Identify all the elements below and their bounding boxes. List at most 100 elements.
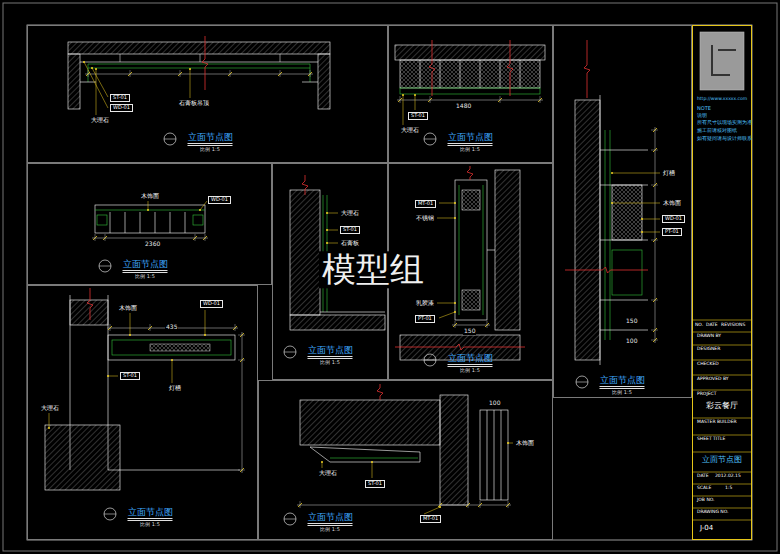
detail-symbol-line bbox=[424, 139, 436, 140]
title-row-line bbox=[692, 418, 752, 419]
detail-symbol bbox=[424, 354, 436, 366]
leader-dot bbox=[611, 172, 613, 174]
detail-title: 立面节点图比例 1:5 bbox=[448, 133, 493, 152]
line bbox=[302, 82, 318, 83]
line bbox=[487, 250, 495, 251]
column-box bbox=[455, 180, 487, 320]
extension-line bbox=[651, 240, 658, 241]
callout-label: 100 bbox=[625, 338, 638, 345]
material-code: MT-01 bbox=[418, 201, 433, 207]
leader-line bbox=[403, 95, 404, 125]
leader-line bbox=[612, 173, 660, 174]
callout-label: 1480 bbox=[455, 103, 472, 110]
detail-title: 立面节点图比例 1:5 bbox=[128, 508, 173, 527]
line bbox=[170, 212, 171, 233]
detail-panel: 立面节点图比例 1:5WD-01ST-01 bbox=[27, 285, 258, 540]
hanger-rod bbox=[120, 54, 121, 62]
leader-dot bbox=[326, 229, 328, 231]
title-block-text: JOB NO. bbox=[697, 498, 715, 503]
leader-line bbox=[415, 95, 416, 110]
material-tag: WD-01 bbox=[208, 196, 231, 204]
line bbox=[125, 212, 126, 233]
slab-hatch bbox=[395, 45, 545, 60]
material-code: PT-01 bbox=[665, 229, 679, 235]
detail-panel: 立面节点图比例 1:5ST-01WD-01 bbox=[27, 25, 388, 163]
detail-symbol-line bbox=[424, 360, 436, 361]
leader-line bbox=[437, 218, 455, 219]
material-tag: ST-01 bbox=[110, 94, 130, 102]
break-line bbox=[87, 288, 93, 320]
detail-title-text: 立面节点图 bbox=[123, 260, 168, 273]
title-row-line bbox=[692, 472, 752, 473]
detail-title: 立面节点图比例 1:5 bbox=[308, 513, 353, 532]
title-block-text: PROJECT bbox=[697, 392, 716, 397]
detail-title: 立面节点图比例 1:5 bbox=[600, 376, 645, 395]
hanger-rod bbox=[280, 54, 281, 62]
title-row-line bbox=[692, 375, 752, 376]
detail-title-text: 立面节点图 bbox=[448, 133, 493, 146]
callout-label: 木饰面 bbox=[118, 305, 138, 312]
line bbox=[88, 68, 310, 69]
line bbox=[88, 64, 89, 82]
leader-dot bbox=[641, 218, 643, 220]
light-box bbox=[310, 447, 420, 462]
callout-label: 灯槽 bbox=[662, 170, 676, 177]
callout-label: 石膏板 bbox=[340, 240, 360, 247]
title-block-text: DRAWING NO. bbox=[697, 510, 728, 515]
wall-hatch bbox=[68, 54, 80, 109]
callout-label: 灯槽 bbox=[168, 385, 182, 392]
line bbox=[600, 150, 648, 151]
finish-layer bbox=[400, 88, 540, 94]
line bbox=[330, 458, 418, 459]
title-block-text: MASTER BUILDER bbox=[697, 420, 737, 425]
shelf bbox=[108, 335, 235, 360]
cabinet-panel bbox=[612, 250, 642, 295]
material-code: ST-01 bbox=[123, 373, 137, 379]
title-block-text: 彩云餐厅 bbox=[706, 402, 738, 411]
line bbox=[487, 410, 488, 500]
leader-line bbox=[437, 303, 455, 304]
material-tag: ST-01 bbox=[120, 372, 140, 380]
extension-line bbox=[235, 324, 236, 331]
detail-symbol-line bbox=[99, 266, 111, 267]
callout-label: 大理石 bbox=[40, 405, 60, 412]
detail-title-text: 立面节点图 bbox=[448, 354, 493, 367]
sheet-border bbox=[3, 3, 777, 551]
extension-line bbox=[95, 234, 96, 241]
extension-line bbox=[540, 96, 541, 103]
title-row-line bbox=[692, 320, 752, 321]
detail-panel: 立面节点图比例 1:5 ST-01 bbox=[388, 25, 553, 163]
extension-line bbox=[110, 324, 111, 331]
title-block-text: DATE bbox=[697, 474, 709, 479]
leader-dot bbox=[371, 461, 373, 463]
leader-dot bbox=[454, 302, 456, 304]
material-code: ST-01 bbox=[343, 227, 357, 233]
block-cross bbox=[462, 290, 480, 310]
hanger-rod bbox=[200, 54, 201, 62]
leader-line bbox=[49, 413, 50, 428]
line bbox=[140, 212, 141, 233]
leader-dot bbox=[402, 94, 404, 96]
leader-dot bbox=[439, 506, 441, 508]
leader-dot bbox=[641, 231, 643, 233]
leader-dot bbox=[199, 209, 201, 211]
extension-line bbox=[150, 324, 151, 331]
detail-title-text: 立面节点图 bbox=[600, 376, 645, 389]
material-code: PT-01 bbox=[418, 316, 432, 322]
extension-line bbox=[180, 70, 181, 77]
callout-label: 木饰面 bbox=[140, 193, 160, 200]
callout-label: 150 bbox=[625, 318, 638, 325]
extension-line bbox=[487, 321, 488, 328]
material-code: ST-01 bbox=[411, 113, 425, 119]
extension-line bbox=[651, 330, 658, 331]
grille bbox=[480, 410, 508, 500]
title-row-line bbox=[692, 332, 752, 333]
scale-text: 比例 1:5 bbox=[128, 522, 173, 528]
line bbox=[108, 470, 240, 471]
extension-line bbox=[440, 501, 441, 508]
callout-label: 木饰面 bbox=[515, 440, 535, 447]
detail-symbol bbox=[104, 508, 116, 520]
title-block-text: SCALE bbox=[697, 486, 711, 491]
line bbox=[88, 64, 310, 65]
